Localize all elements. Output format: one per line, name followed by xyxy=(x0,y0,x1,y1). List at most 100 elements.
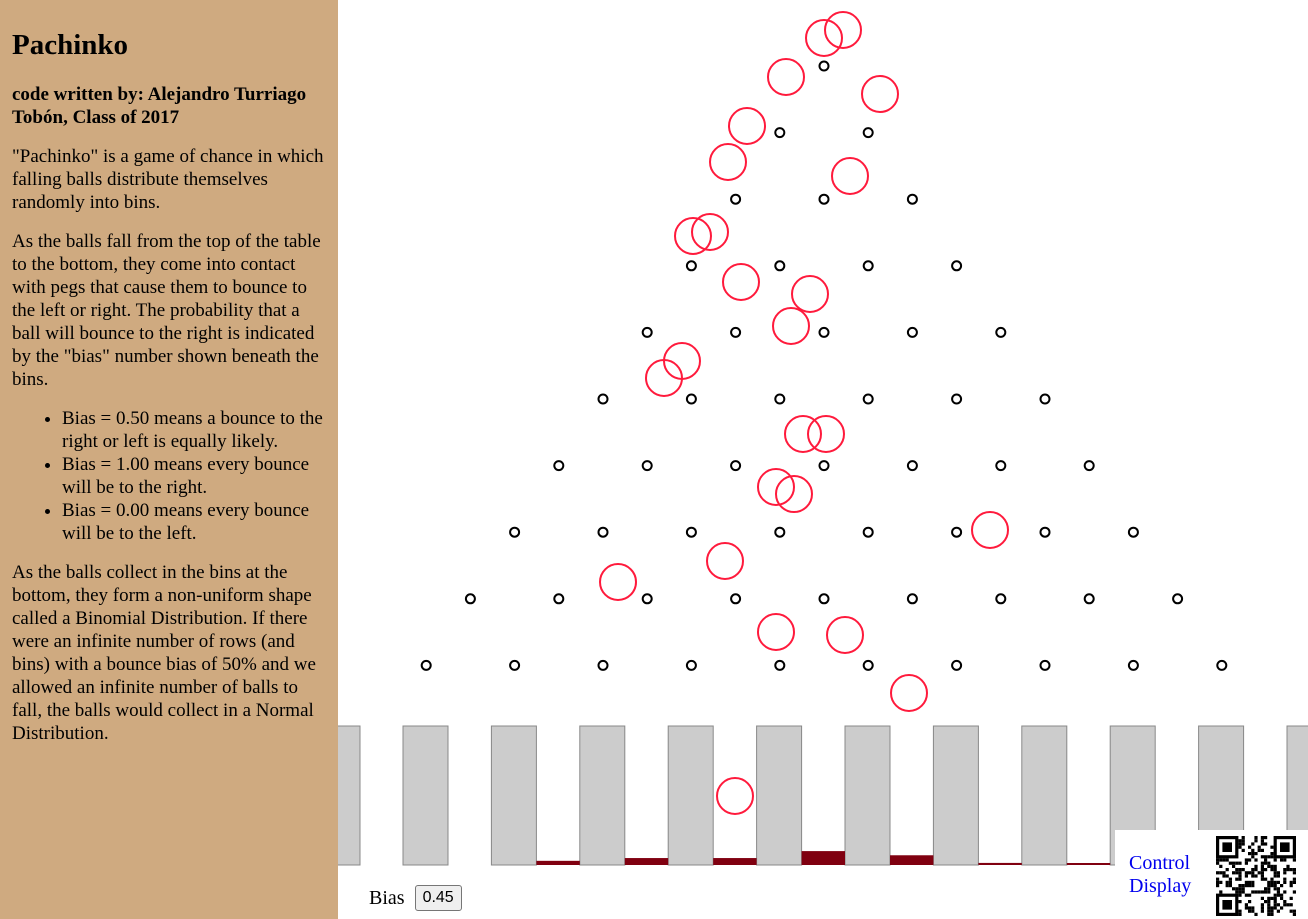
peg xyxy=(685,526,697,538)
qr-module xyxy=(1273,871,1277,875)
qr-module xyxy=(1273,864,1277,868)
qr-module xyxy=(1232,864,1236,868)
qr-module xyxy=(1238,874,1242,878)
author-credit: code written by: Alejandro Turriago Tobó… xyxy=(12,84,307,128)
qr-module xyxy=(1260,868,1264,872)
peg xyxy=(818,593,830,605)
qr-module xyxy=(1273,868,1277,872)
peg xyxy=(774,393,786,405)
qr-module xyxy=(1270,845,1274,849)
qr-module xyxy=(1222,858,1226,862)
peg xyxy=(951,659,963,671)
ball xyxy=(599,563,637,601)
qr-module xyxy=(1238,842,1242,846)
qr-module xyxy=(1238,868,1242,872)
qr-code-icon xyxy=(1216,836,1296,916)
qr-module xyxy=(1264,861,1268,865)
bin-fill xyxy=(801,851,845,865)
qr-module xyxy=(1264,887,1268,891)
qr-module xyxy=(1292,909,1296,913)
peg xyxy=(951,260,963,272)
peg xyxy=(1083,593,1095,605)
ball xyxy=(824,11,862,49)
ball xyxy=(706,542,744,580)
peg xyxy=(862,260,874,272)
qr-module xyxy=(1238,839,1242,843)
qr-module xyxy=(1248,871,1252,875)
qr-module xyxy=(1270,852,1274,856)
bias-button[interactable]: 0.45 xyxy=(414,885,462,911)
bin-fill xyxy=(624,858,669,865)
qr-module xyxy=(1283,903,1287,907)
qr-module xyxy=(1286,903,1290,907)
qr-module xyxy=(1267,855,1271,859)
qr-module xyxy=(1241,842,1245,846)
qr-module xyxy=(1238,890,1242,894)
qr-module xyxy=(1248,909,1252,913)
qr-module xyxy=(1251,884,1255,888)
qr-module xyxy=(1216,880,1220,884)
peg xyxy=(862,393,874,405)
qr-module xyxy=(1270,864,1274,868)
qr-module xyxy=(1292,880,1296,884)
qr-module xyxy=(1238,893,1242,897)
qr-module xyxy=(1238,909,1242,913)
qr-module xyxy=(1248,858,1252,862)
balls-layer xyxy=(599,11,1009,815)
qr-module xyxy=(1244,874,1248,878)
qr-module xyxy=(1248,906,1252,910)
qr-module xyxy=(1244,893,1248,897)
qr-module xyxy=(1264,900,1268,904)
qr-module xyxy=(1276,893,1280,897)
qr-module xyxy=(1225,874,1229,878)
bin-divider xyxy=(402,725,449,866)
qr-module xyxy=(1254,858,1258,862)
qr-module xyxy=(1264,877,1268,881)
qr-module xyxy=(1280,858,1284,862)
qr-module xyxy=(1219,880,1223,884)
qr-module xyxy=(1273,887,1277,891)
ball xyxy=(784,415,822,453)
distribution-paragraph: As the balls collect in the bins at the … xyxy=(12,562,316,744)
peg xyxy=(730,193,742,205)
qr-module xyxy=(1260,896,1264,900)
bias-control: Bias 0.45 xyxy=(369,885,462,911)
qr-module xyxy=(1267,909,1271,913)
qr-module xyxy=(1267,887,1271,891)
bin-divider xyxy=(844,725,891,866)
qr-module xyxy=(1264,858,1268,862)
qr-module xyxy=(1270,906,1274,910)
ball xyxy=(861,75,899,113)
qr-module xyxy=(1283,880,1287,884)
qr-module xyxy=(1251,842,1255,846)
qr-module xyxy=(1222,871,1226,875)
qr-module xyxy=(1228,861,1232,865)
qr-module xyxy=(1238,861,1242,865)
qr-module xyxy=(1248,852,1252,856)
peg xyxy=(685,393,697,405)
qr-module xyxy=(1292,858,1296,862)
qr-module xyxy=(1244,861,1248,865)
qr-module xyxy=(1235,871,1239,875)
qr-module xyxy=(1289,868,1293,872)
bin-divider xyxy=(579,725,626,866)
qr-module xyxy=(1292,868,1296,872)
qr-module xyxy=(1219,871,1223,875)
ball xyxy=(791,275,829,313)
control-display-link[interactable]: Control Display xyxy=(1129,852,1191,898)
qr-finder-core xyxy=(1222,900,1232,910)
qr-module xyxy=(1225,868,1229,872)
info-sidebar: Pachinko code written by: Alejandro Turr… xyxy=(0,0,338,919)
ball xyxy=(709,143,747,181)
qr-module xyxy=(1270,855,1274,859)
qr-module xyxy=(1270,868,1274,872)
peg xyxy=(730,593,742,605)
qr-module xyxy=(1225,884,1229,888)
qr-module xyxy=(1235,861,1239,865)
bin-fill xyxy=(713,858,757,865)
peg xyxy=(862,526,874,538)
qr-module xyxy=(1292,912,1296,916)
qr-module xyxy=(1270,877,1274,881)
peg xyxy=(685,659,697,671)
qr-module xyxy=(1260,906,1264,910)
